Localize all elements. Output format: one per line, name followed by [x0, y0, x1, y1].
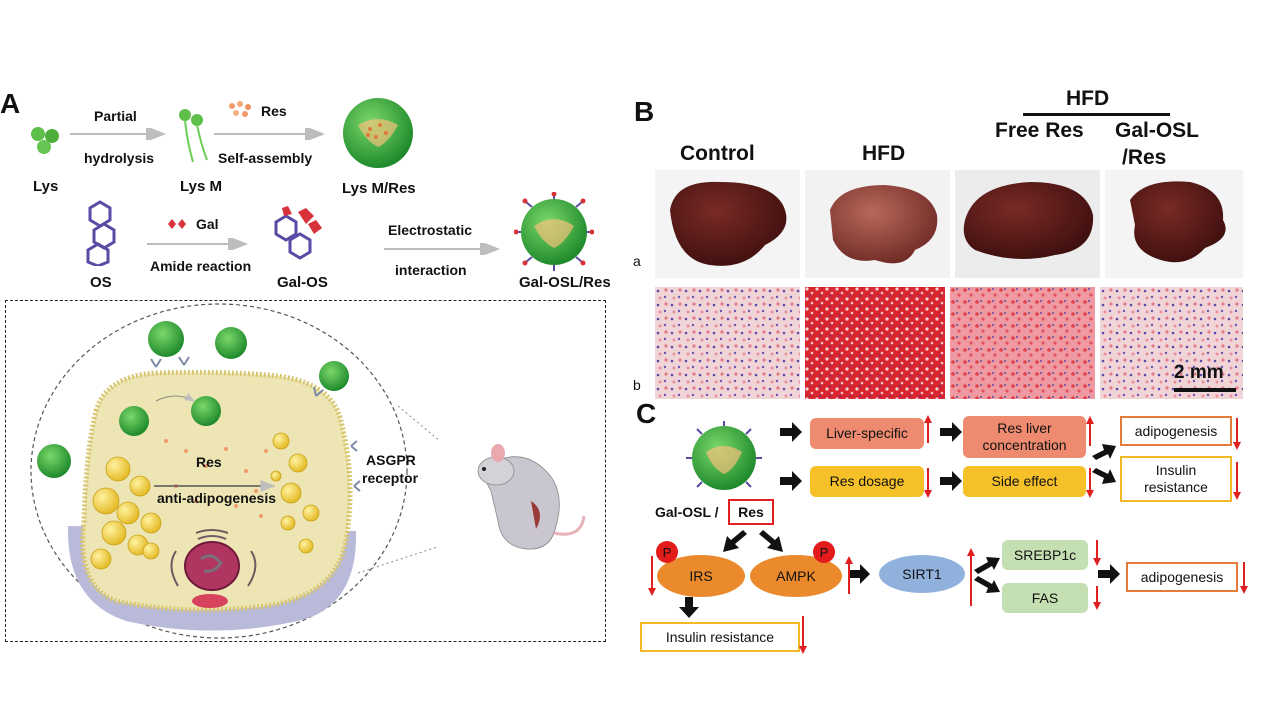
pathway-arrows: [648, 415, 1248, 654]
anti-adipogenesis-label: anti-adipogenesis: [157, 490, 277, 506]
hfd-group-header: HFD: [1066, 87, 1110, 110]
gal-label: Gal: [196, 216, 219, 232]
lys-m-label: Lys M: [180, 178, 222, 195]
amide-label: Amide reaction: [150, 258, 252, 274]
lys-m-res-label: Lys M/Res: [342, 180, 416, 197]
arrow-amide: [147, 238, 248, 250]
partial-label: Partial: [94, 108, 137, 124]
self-assembly-label: Self-assembly: [218, 150, 313, 166]
condition-control: Control: [680, 142, 755, 165]
gal-osl-res-nanoparticle-icon: [514, 192, 594, 271]
arrow-self-assembly: [214, 128, 325, 140]
interaction-label: interaction: [395, 262, 467, 278]
irs-node: IRS: [657, 555, 745, 597]
res-box: Res: [728, 499, 774, 525]
fas-box: FAS: [1002, 583, 1088, 613]
arrow-electrostatic: [384, 243, 500, 255]
res-dosage-box: Res dosage: [810, 466, 924, 497]
scale-bar-label: 2 mm: [1174, 362, 1224, 383]
histology-control: [655, 287, 800, 399]
srebp1c-box: SREBP1c: [1002, 540, 1088, 570]
os-icon: [86, 200, 116, 266]
lys-label: Lys: [33, 178, 59, 195]
scale-bar: [1174, 388, 1236, 392]
histology-gal-osl-res: [1100, 287, 1243, 399]
cell-uptake-box: [5, 300, 606, 642]
insulin-line1: Insulin: [1155, 462, 1197, 478]
os-label: OS: [90, 274, 112, 291]
lys-m-icon: [179, 109, 208, 163]
side-effect-box: Side effect: [963, 466, 1086, 497]
row-b-label: b: [633, 377, 641, 393]
liver-specific-box: Liver-specific: [810, 418, 924, 449]
liver-photo-gal-osl-res: [1105, 170, 1243, 278]
condition-free-res: Free Res: [995, 119, 1084, 142]
histology-free-res: [950, 287, 1095, 399]
hepatocyte-illustration: [30, 303, 588, 639]
res-label-a: Res: [261, 103, 287, 119]
condition-hfd: HFD: [862, 142, 906, 165]
ampk-node: AMPK: [750, 555, 842, 597]
gal-osl-res-label: Gal-OSL/Res: [519, 274, 611, 291]
sirt1-node: SIRT1: [879, 555, 965, 593]
liver-photo-control: [655, 170, 800, 278]
insulin-resistance-box-top: Insulin resistance: [1120, 456, 1232, 502]
hydrolysis-label: hydrolysis: [84, 150, 155, 166]
insulin-resistance-box-bottom: Insulin resistance: [640, 622, 800, 652]
cell-res-label: Res: [196, 454, 222, 470]
irs-phospho-badge: P: [656, 541, 678, 563]
receptor-label: receptor: [362, 470, 419, 486]
asgpr-label: ASGPR: [366, 452, 416, 468]
liver-photo-free-res: [955, 170, 1100, 278]
gal-os-label: Gal-OS: [277, 274, 328, 291]
adipogenesis-box-top: adipogenesis: [1120, 416, 1232, 446]
electrostatic-label: Electrostatic: [388, 222, 473, 238]
ampk-phospho-badge: P: [813, 541, 835, 563]
hfd-group-line: [1023, 113, 1170, 116]
condition-res: /Res: [1122, 146, 1167, 169]
arrow-hydrolysis: [70, 128, 166, 140]
condition-gal-osl: Gal-OSL: [1115, 119, 1200, 142]
insulin-line2: resistance: [1144, 479, 1208, 495]
res-liver-line2: concentration: [982, 437, 1067, 453]
histology-hfd: [805, 287, 945, 399]
res-icon: [229, 101, 251, 117]
gal-icon: [168, 219, 186, 229]
res-liver-concentration-box: Res liver concentration: [963, 416, 1086, 458]
adipogenesis-box-bottom: adipogenesis: [1126, 562, 1238, 592]
panel-a-letter: A: [0, 88, 21, 119]
liver-photo-hfd: [805, 170, 950, 278]
gal-os-icon: [274, 206, 322, 260]
lys-icon: [31, 127, 59, 154]
lys-m-res-nanoparticle-icon: [343, 98, 413, 168]
gal-osl-label: Gal-OSL /: [655, 504, 719, 520]
row-a-label: a: [633, 253, 641, 269]
gal-osl-nanoparticle-icon: [686, 421, 762, 490]
panel-b-letter: B: [634, 96, 655, 127]
res-liver-line1: Res liver: [997, 420, 1052, 436]
panel-c-letter: C: [636, 398, 657, 429]
